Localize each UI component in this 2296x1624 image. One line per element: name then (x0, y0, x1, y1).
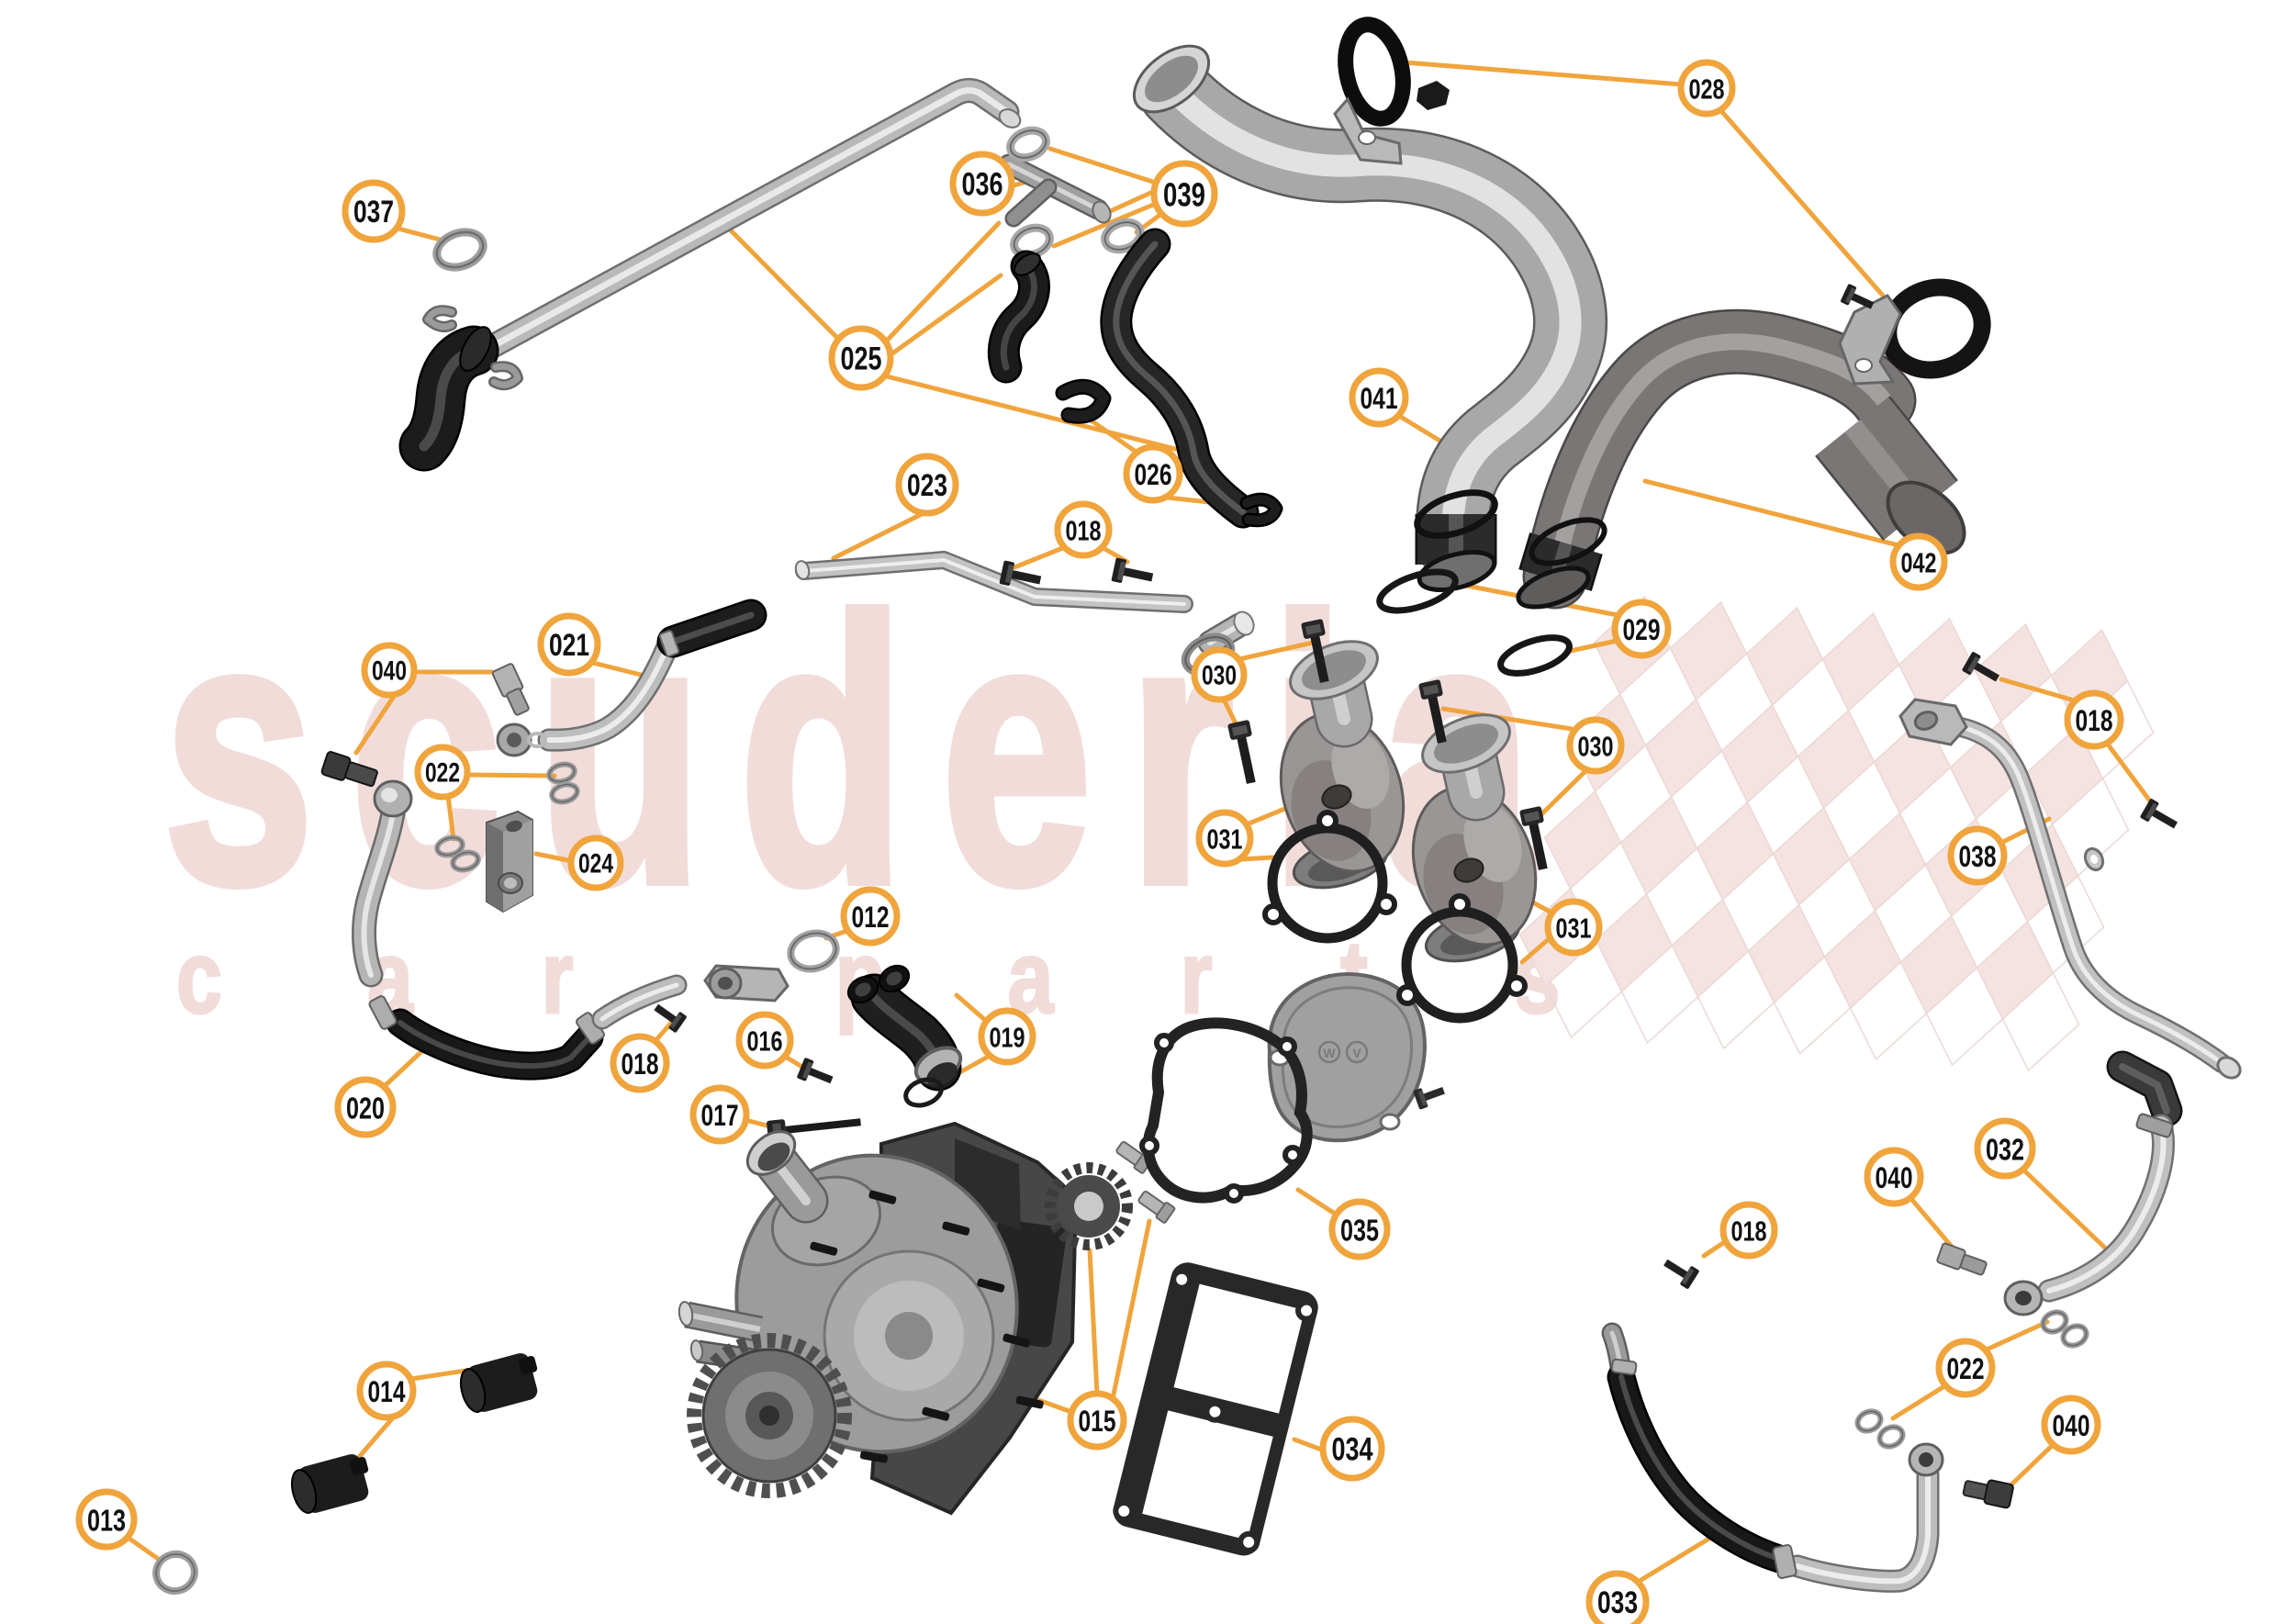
svg-text:023: 023 (907, 468, 947, 503)
svg-text:018: 018 (1731, 1215, 1767, 1248)
svg-text:042: 042 (1901, 547, 1937, 579)
svg-text:015: 015 (1079, 1405, 1116, 1438)
svg-text:026: 026 (1135, 458, 1172, 491)
svg-text:014: 014 (368, 1375, 406, 1408)
svg-text:039: 039 (1163, 176, 1205, 214)
svg-text:016: 016 (747, 1025, 783, 1058)
svg-text:031: 031 (1556, 913, 1592, 945)
svg-text:031: 031 (1207, 823, 1243, 856)
svg-text:029: 029 (1623, 613, 1661, 646)
svg-text:022: 022 (1947, 1352, 1985, 1385)
svg-text:017: 017 (701, 1099, 739, 1132)
svg-text:013: 013 (87, 1504, 126, 1538)
svg-text:033: 033 (1597, 1585, 1638, 1620)
svg-text:025: 025 (841, 342, 882, 377)
svg-text:021: 021 (549, 628, 589, 663)
svg-text:018: 018 (1066, 515, 1102, 547)
svg-text:V: V (1352, 1046, 1361, 1060)
svg-text:012: 012 (852, 901, 890, 934)
svg-text:018: 018 (2076, 704, 2113, 737)
svg-text:028: 028 (1689, 73, 1725, 106)
svg-text:030: 030 (1202, 661, 1237, 691)
svg-text:037: 037 (353, 195, 394, 230)
svg-text:W: W (1323, 1046, 1336, 1060)
svg-text:038: 038 (1959, 840, 1997, 873)
svg-text:022: 022 (425, 758, 460, 789)
svg-text:024: 024 (578, 849, 613, 879)
svg-text:018: 018 (622, 1047, 659, 1081)
svg-text:030: 030 (1578, 731, 1614, 763)
svg-text:020: 020 (346, 1092, 385, 1126)
svg-text:040: 040 (372, 656, 407, 687)
svg-text:035: 035 (1340, 1214, 1379, 1248)
svg-text:040: 040 (2053, 1409, 2090, 1442)
svg-text:019: 019 (990, 1022, 1025, 1054)
svg-text:040: 040 (1876, 1161, 1913, 1194)
svg-text:034: 034 (1332, 1432, 1373, 1468)
svg-text:036: 036 (962, 167, 1003, 203)
svg-text:041: 041 (1361, 382, 1398, 415)
svg-text:032: 032 (1986, 1133, 2024, 1167)
